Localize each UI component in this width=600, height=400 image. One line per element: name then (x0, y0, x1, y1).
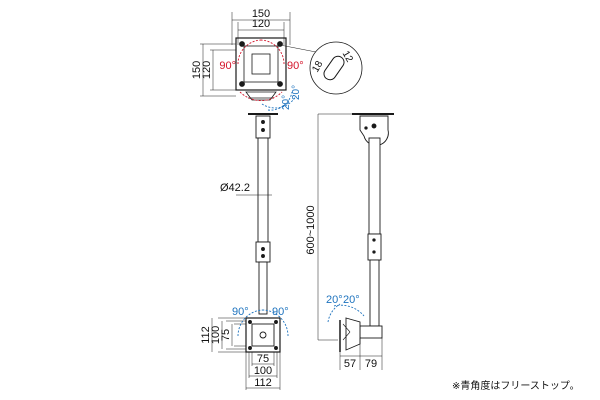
plate-width-outer: 112 (254, 377, 272, 389)
ceiling-plate-outline (235, 37, 287, 91)
free-stop-note: ※青角度はフリーストップ。 (452, 381, 580, 392)
pole-upper (257, 137, 269, 243)
plate-height-inner: 75 (220, 329, 232, 341)
top-swivel-left-label: 90° (219, 60, 236, 72)
side-view (317, 113, 394, 370)
pole-diameter-label: Ø42.2 (220, 182, 250, 194)
height-range-label: 600~1000 (305, 205, 317, 254)
top-swivel-right-label: 90° (287, 60, 304, 72)
top-width-inner: 120 (252, 18, 270, 30)
front-view (211, 113, 281, 390)
front-swivel-right-label: 90° (272, 306, 289, 318)
top-view (200, 12, 363, 101)
side-depth-right: 79 (365, 358, 377, 370)
plate-height-mid: 100 (210, 326, 222, 344)
plate-width-mid: 100 (254, 365, 272, 377)
pole-lower (258, 261, 268, 315)
top-width-outer: 150 (252, 8, 270, 20)
plate-width-inner: 75 (257, 353, 269, 365)
slot-length-label: 18 (310, 59, 325, 75)
side-depth-left: 57 (344, 358, 356, 370)
side-tilt-right-label: 20° (343, 294, 360, 306)
side-pole-lower (369, 259, 380, 327)
top-height-inner: 120 (201, 61, 213, 79)
front-swivel-left-label: 90° (232, 306, 249, 318)
side-tilt-left-label: 20° (326, 294, 343, 306)
top-swivel-arcs (237, 39, 285, 101)
top-height-outer: 150 (191, 61, 203, 79)
slot-width-label: 12 (340, 49, 355, 65)
plate-height-outer: 112 (200, 326, 212, 344)
slot-detail-circle (309, 41, 363, 95)
top-tilt-right-label: 20° (291, 85, 302, 100)
top-tilt-arcs (261, 91, 297, 111)
top-tilt-left-label: 20° (281, 95, 292, 110)
side-pole-upper (368, 137, 381, 235)
front-swivel-arcs (237, 309, 289, 337)
side-tilt-arcs (327, 303, 365, 323)
